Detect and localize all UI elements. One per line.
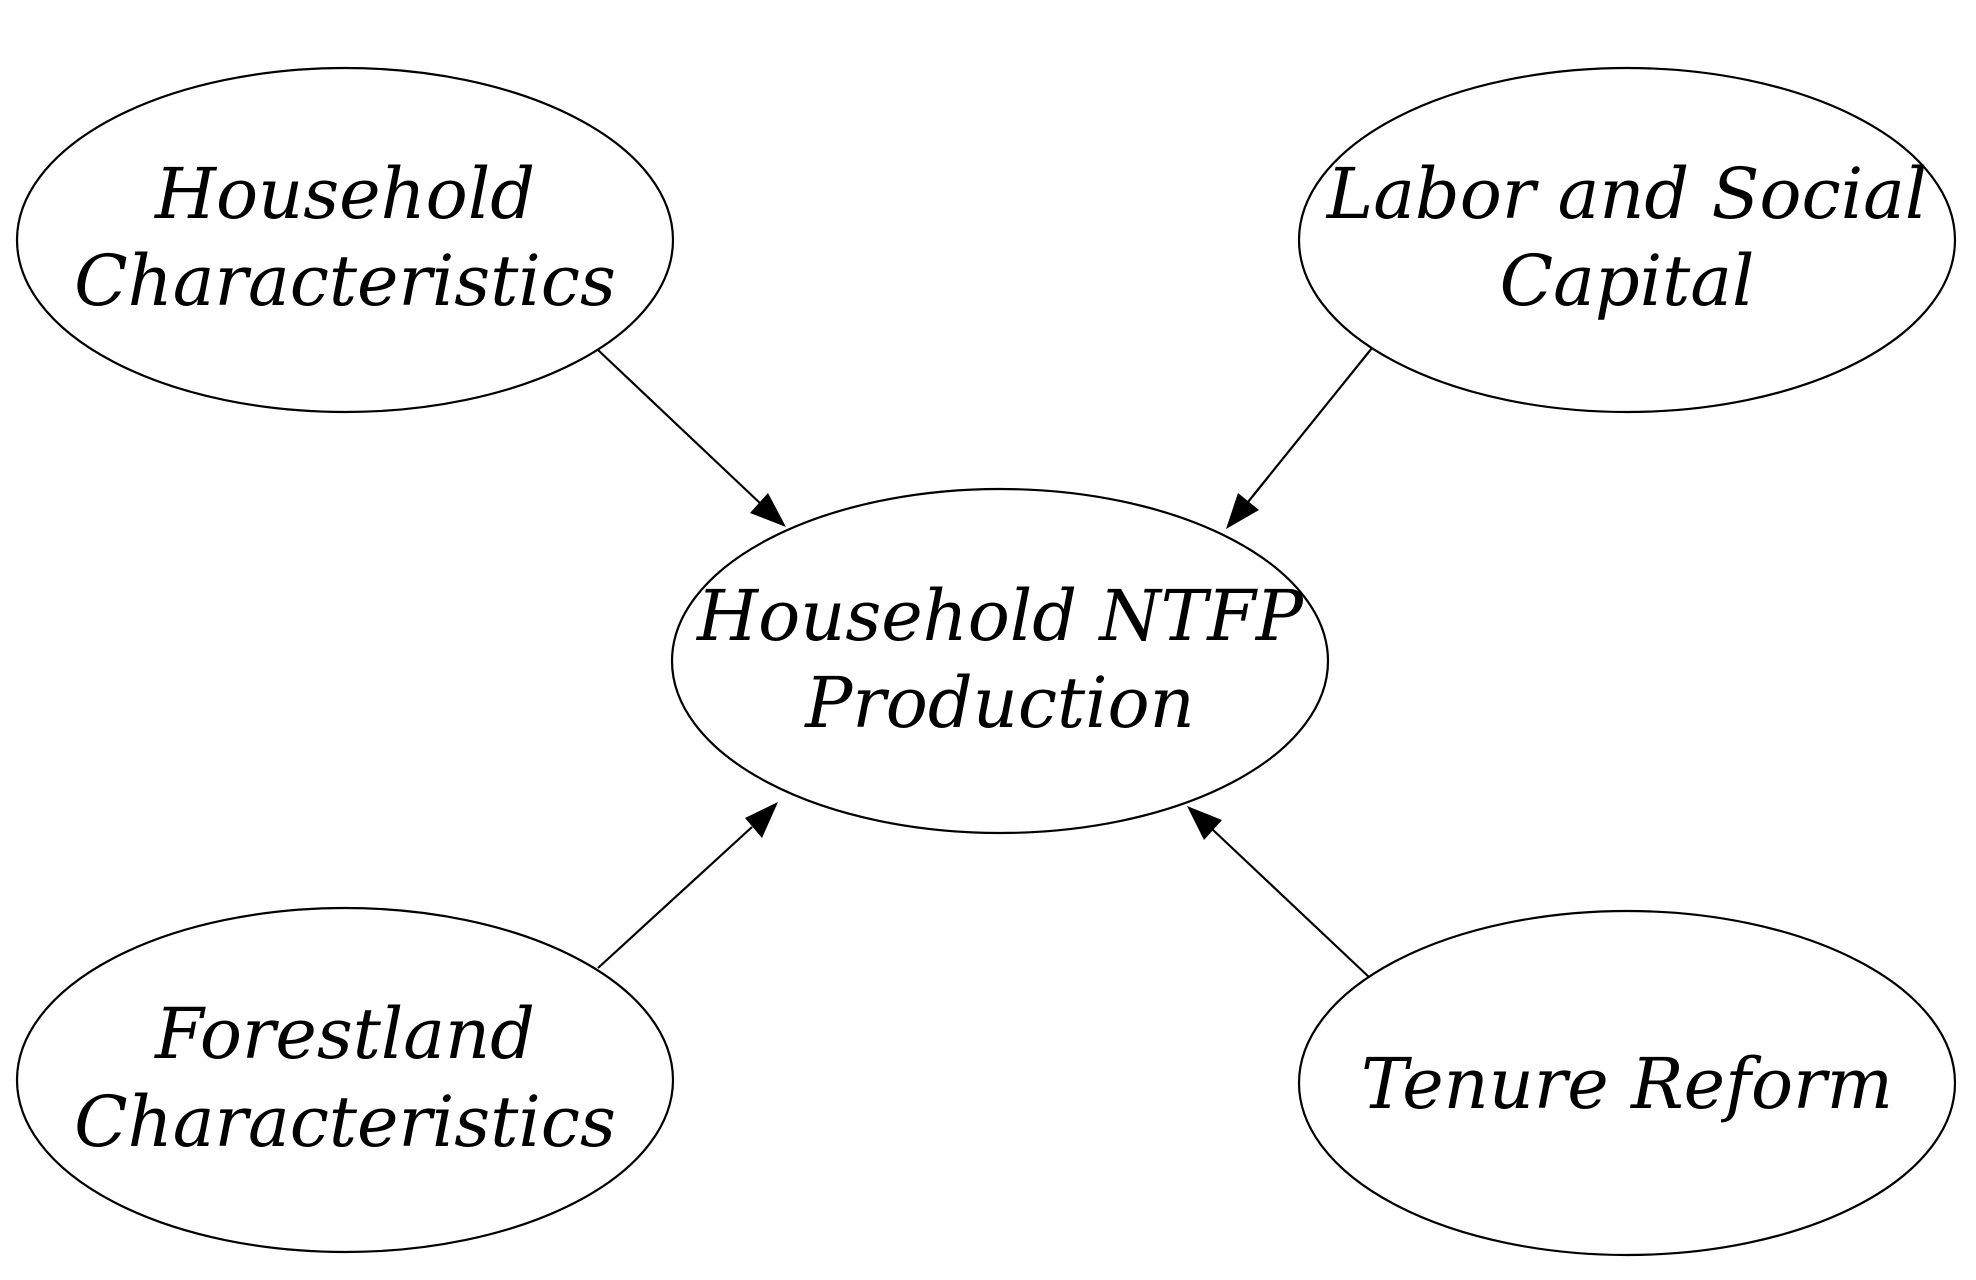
node-household-characteristics: Household Characteristics (15, 66, 675, 414)
node-ellipse (15, 906, 675, 1254)
node-household-ntfp-production: Household NTFP Production (670, 487, 1330, 835)
node-label-line: Labor and Social (1325, 153, 1928, 235)
node-labor-social-capital: Labor and Social Capital (1297, 66, 1957, 414)
arrowhead-icon (1187, 806, 1222, 840)
arrowhead-icon (1226, 493, 1259, 529)
node-tenure-reform: Tenure Reform (1297, 909, 1957, 1257)
node-label-line: Characteristics (74, 240, 616, 322)
node-label-line: Capital (1500, 240, 1755, 322)
node-label-line: Characteristics (74, 1081, 616, 1163)
node-label-line: Tenure Reform (1361, 1043, 1893, 1125)
edge-household-to-ntfp (597, 349, 786, 527)
node-label-line: Household NTFP (695, 575, 1305, 657)
edge-labor-to-ntfp (1226, 347, 1373, 529)
node-label-line: Production (803, 662, 1195, 744)
node-ellipse (15, 66, 675, 414)
edge-tenure-to-ntfp (1187, 806, 1371, 979)
node-ellipse (1297, 66, 1957, 414)
node-ellipse (670, 487, 1330, 835)
node-label-line: Household (153, 153, 535, 235)
arrowhead-icon (750, 493, 786, 527)
edge-line (1211, 828, 1371, 979)
edge-line (1247, 347, 1373, 503)
edge-line (597, 826, 753, 969)
node-forestland-characteristics: Forestland Characteristics (15, 906, 675, 1254)
node-ellipse (1297, 909, 1957, 1257)
edge-forestland-to-ntfp (597, 802, 778, 969)
arrowhead-icon (745, 802, 778, 838)
node-label-line: Forestland (153, 993, 535, 1075)
edge-line (597, 349, 763, 506)
